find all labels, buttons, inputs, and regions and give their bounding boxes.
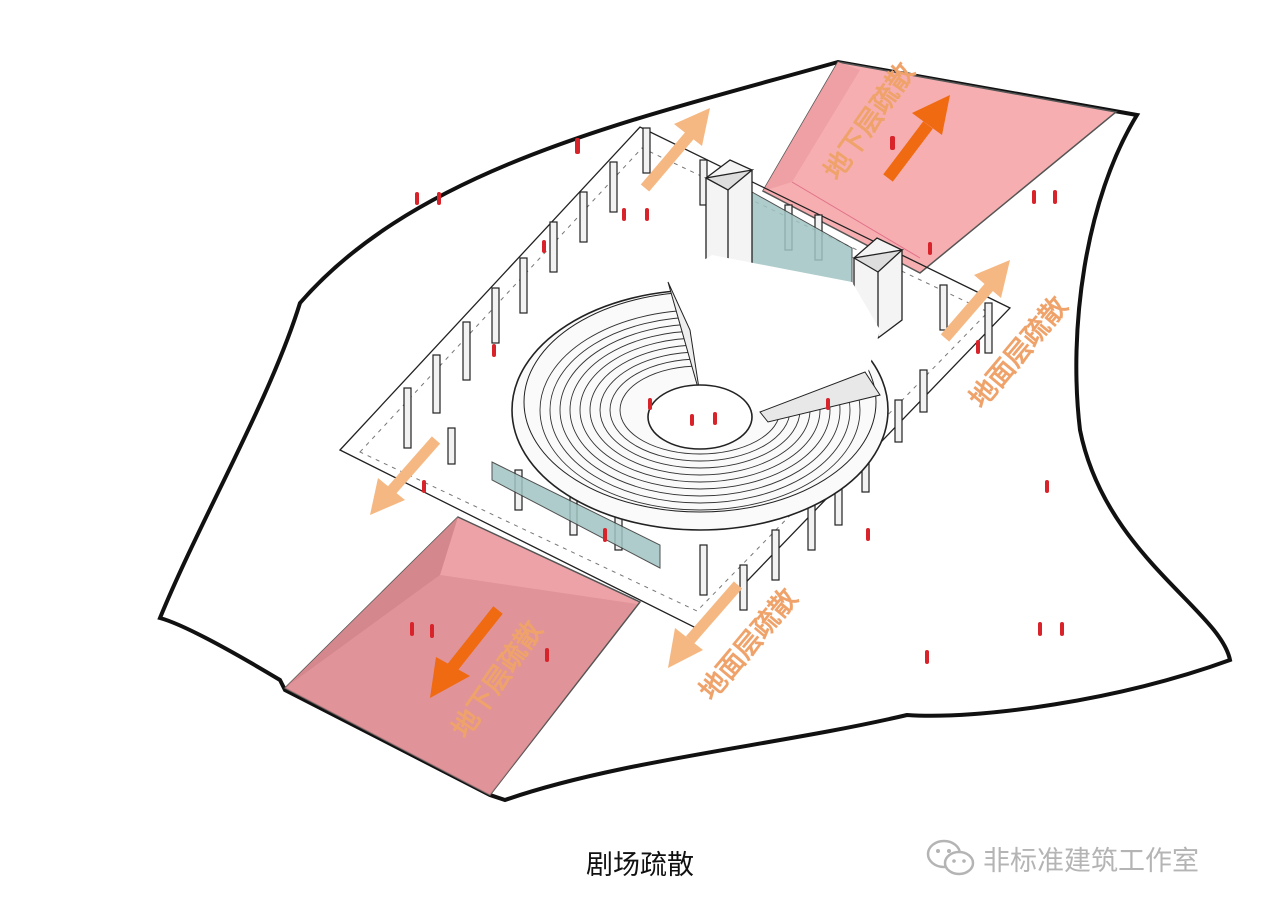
- watermark: 非标准建筑工作室: [925, 838, 1199, 878]
- ramp-top-right: [761, 61, 1118, 274]
- arrow-ground-left: [370, 436, 441, 515]
- people-figures: [410, 136, 1064, 664]
- watermark-text: 非标准建筑工作室: [983, 845, 1199, 877]
- arrow-ground-top: [640, 108, 710, 192]
- diagram-caption: 剧场疏散: [586, 850, 694, 881]
- arrow-ground-right: [940, 260, 1010, 342]
- arrow-ground-bottom: [668, 581, 743, 668]
- stage: [647, 384, 753, 450]
- theater-platform: [338, 126, 1012, 631]
- arrow-underground-top: [883, 95, 950, 182]
- wechat-icon: [926, 839, 975, 876]
- arrow-underground-bottom: [430, 606, 503, 698]
- amphitheater: [511, 255, 889, 531]
